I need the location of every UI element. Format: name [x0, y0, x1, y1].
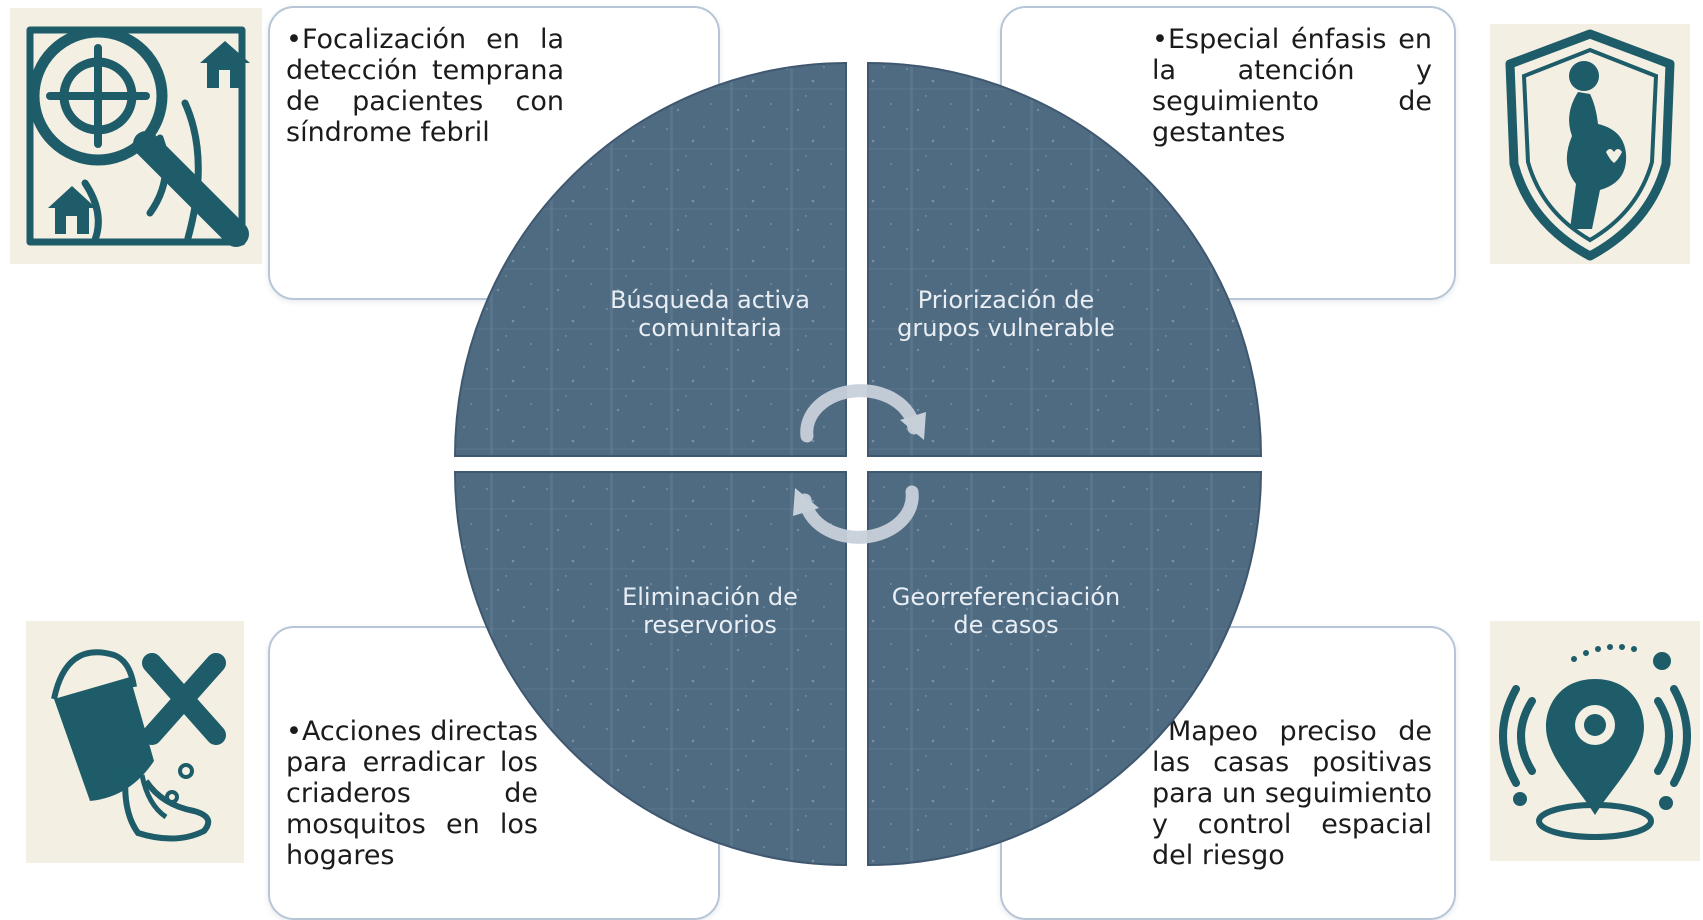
quadrant-label-2-line1: Priorización de: [918, 286, 1095, 314]
quadrant-label-2-line2: grupos vulnerable: [897, 314, 1115, 342]
quadrant-bottom-right: [867, 471, 1263, 867]
quadrant-label-3-line2: reservorios: [643, 611, 777, 639]
callout-text-top-right: Especial énfasis en la atención y seguim…: [1152, 24, 1432, 148]
quadrant-label-1-line2: comunitaria: [638, 314, 782, 342]
location-pin-signal-icon: [1490, 621, 1700, 861]
quadrant-label-4-line2: de casos: [953, 611, 1058, 639]
quadrant-top-left: [453, 61, 847, 457]
magnifier-target-houses-icon: [10, 8, 262, 264]
bucket-spill-cross-icon: [26, 621, 244, 863]
quadrant-label-3-line1: Eliminación de: [622, 583, 798, 611]
quadrant-top-right: [867, 61, 1263, 457]
callout-text-bottom-left: Acciones directas para erradicar los cri…: [286, 716, 538, 871]
quadrant-label-4-line1: Georreferenciación: [892, 583, 1120, 611]
pregnant-woman-shield-icon: [1490, 24, 1690, 264]
quadrant-bottom-left: [453, 471, 847, 867]
callout-text-top-left: Focalización en la detección temprana de…: [286, 24, 564, 148]
quadrant-label-1-line1: Búsqueda activa: [610, 286, 810, 314]
callout-text-bottom-right: Mapeo preciso de las casas positivas par…: [1152, 716, 1432, 871]
cycle-arrows-icon: [793, 384, 926, 544]
